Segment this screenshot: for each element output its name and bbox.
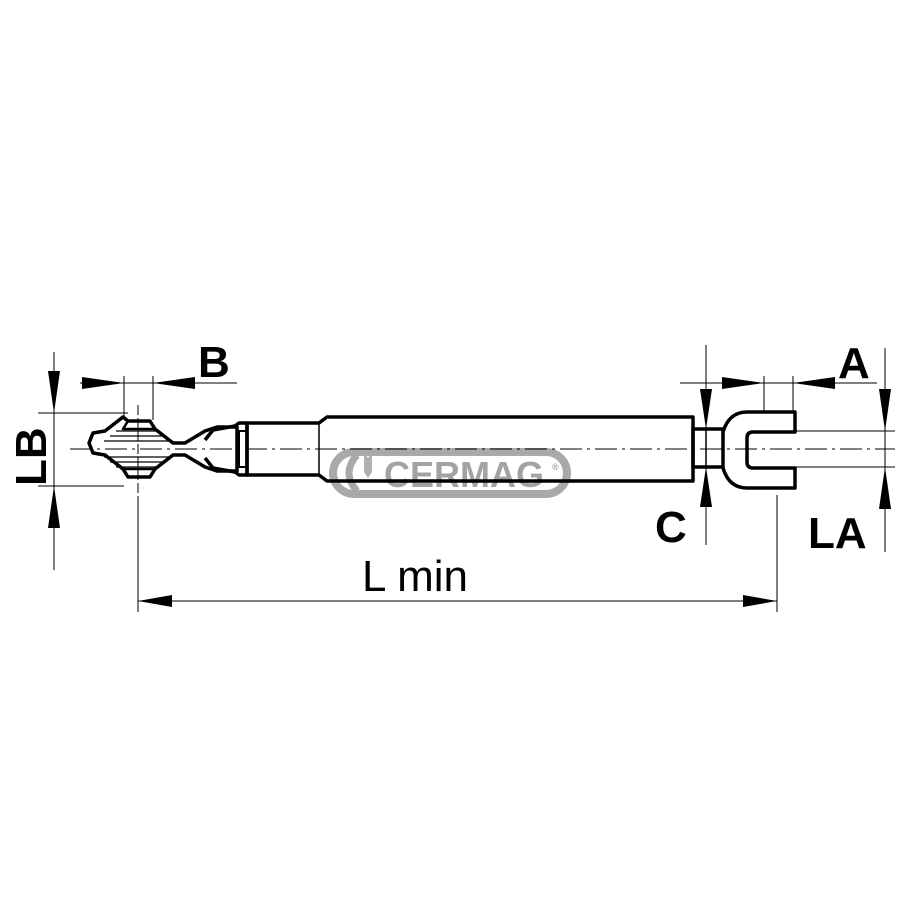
dimension-C: [700, 345, 712, 545]
arrow-down-icon: [879, 389, 891, 431]
arrow-right-icon: [722, 377, 764, 389]
logo-registered-mark: ®: [552, 462, 559, 472]
ball-joint-end: [87, 415, 239, 479]
label-LA: LA: [808, 509, 867, 558]
dimension-LA: [879, 348, 891, 552]
arrow-up-icon: [879, 467, 891, 509]
logo-frame: [329, 448, 571, 498]
label-B: B: [198, 338, 230, 387]
arrow-left-icon: [153, 377, 195, 389]
wheat-icon: [345, 452, 372, 494]
arrow-left-icon: [138, 595, 172, 607]
label-C: C: [655, 503, 687, 552]
dimension-A: [680, 376, 877, 412]
main-tube: [245, 415, 695, 483]
label-L-min: L min: [362, 552, 468, 601]
dimension-L-min: [137, 495, 778, 612]
arrow-down-icon: [48, 371, 60, 413]
arrow-up-icon: [700, 467, 712, 507]
arrow-down-icon: [700, 389, 712, 429]
arrow-left-icon: [793, 377, 835, 389]
label-LB: LB: [7, 427, 56, 486]
dimension-LB: [38, 352, 128, 570]
label-A: A: [838, 339, 870, 388]
fork-neck: [691, 427, 725, 469]
dimension-B: [80, 376, 237, 420]
cermag-logo: CERMAG ®: [329, 448, 571, 498]
arrow-right-icon: [743, 595, 777, 607]
logo-text: CERMAG: [384, 454, 544, 495]
arrow-up-icon: [48, 486, 60, 528]
fork-end: [721, 410, 797, 490]
arrow-right-icon: [82, 377, 124, 389]
